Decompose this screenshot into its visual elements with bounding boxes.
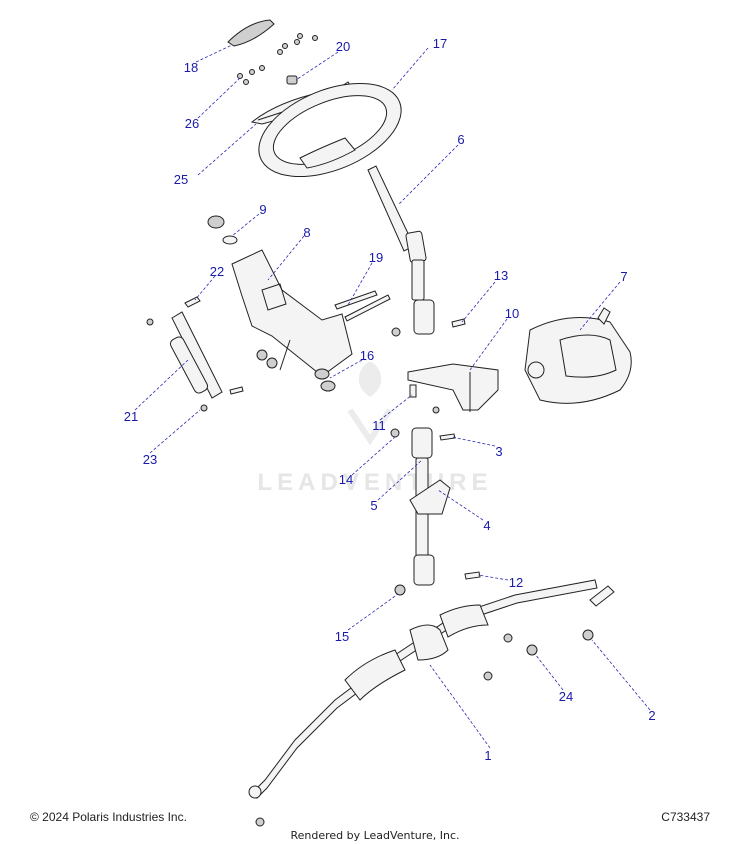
part-1-steering-rack [248,579,615,799]
callout-2: 2 [648,708,655,723]
callout-18: 18 [184,60,198,75]
callout-19: 19 [369,250,383,265]
callout-25: 25 [174,172,188,187]
part-bolt-strut [229,386,244,395]
diagram-code: C733437 [661,810,710,824]
callout-26: 26 [185,116,199,131]
part-8-tilt-bracket [231,249,353,377]
callout-22: 22 [210,264,224,279]
part-20-clip [286,75,298,85]
leader-lines [134,44,651,749]
callout-8: 8 [303,225,310,240]
callout-20: 20 [336,39,350,54]
callout-11: 11 [372,418,386,433]
callout-15: 15 [335,629,349,644]
part-16-bushings [314,368,336,392]
part-11-bolt [409,384,417,398]
part-5-intermediate-shaft [411,427,435,586]
part-15-nut [394,584,406,596]
part-22-bolt [184,296,201,308]
part-nuts-rack [255,629,594,827]
part-6-steering-shaft [367,165,435,335]
callout-21: 21 [124,409,138,424]
callout-7: 7 [620,269,627,284]
part-13-bolt [451,318,466,328]
callout-1: 1 [484,748,491,763]
callout-24: 24 [559,689,573,704]
callout-10: 10 [505,306,519,321]
part-17-steering-wheel [258,82,402,178]
callout-4: 4 [483,518,490,533]
part-9-bushings [207,215,238,245]
callout-12: 12 [509,575,523,590]
part-12-bolt [464,571,481,580]
callout-13: 13 [494,268,508,283]
part-4-boot-plate [409,479,451,515]
part-3-bolt [439,433,456,441]
part-24-nut [526,644,538,656]
callout-3: 3 [495,444,502,459]
part-screws-top [237,33,318,85]
part-nuts-bracket [256,327,401,369]
part-nut-10 [432,406,440,414]
callout-17: 17 [433,36,447,51]
rendered-by-text: Rendered by LeadVenture, Inc. [290,829,460,842]
part-2-nut [582,629,594,641]
part-10-mount-bracket [407,363,499,412]
callout-14: 14 [339,472,353,487]
callout-9: 9 [259,202,266,217]
callout-5: 5 [370,498,377,513]
callout-6: 6 [457,132,464,147]
part-19-bolts [334,290,391,322]
callout-23: 23 [143,452,157,467]
part-21-gas-strut [146,311,223,412]
flame-logo-icon [358,362,382,397]
part-7-eps-unit [524,307,632,404]
part-14-nut [390,428,400,438]
watermark-text: LEADVENTURE [257,469,492,496]
callout-16: 16 [360,348,374,363]
part-18-emblem [227,19,275,47]
v-logo-icon [347,408,393,446]
copyright-text: © 2024 Polaris Industries Inc. [30,810,187,824]
callout-labels: 1 2 3 4 5 6 7 8 9 10 11 12 13 14 15 16 1… [124,36,656,763]
